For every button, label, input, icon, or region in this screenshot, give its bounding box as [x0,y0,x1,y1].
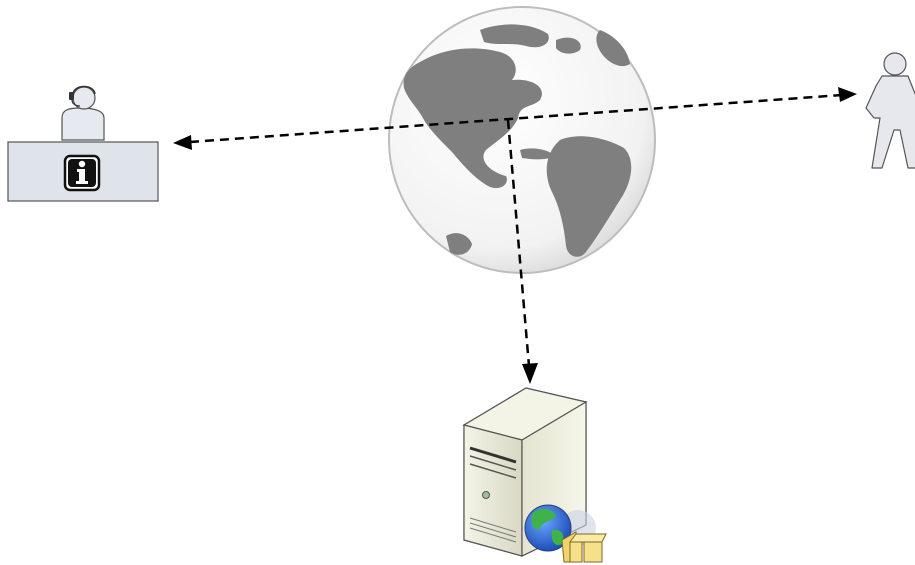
connector-internet-server [506,119,538,384]
globe-icon [388,6,656,274]
help-desk-operator-icon [7,85,159,202]
web-server-icon [462,387,607,563]
arrowhead-left [173,135,192,150]
arrowhead-down [522,363,538,384]
person-icon [865,52,915,169]
connector-helpdesk-user [173,87,857,150]
arrowhead-right [838,87,857,102]
